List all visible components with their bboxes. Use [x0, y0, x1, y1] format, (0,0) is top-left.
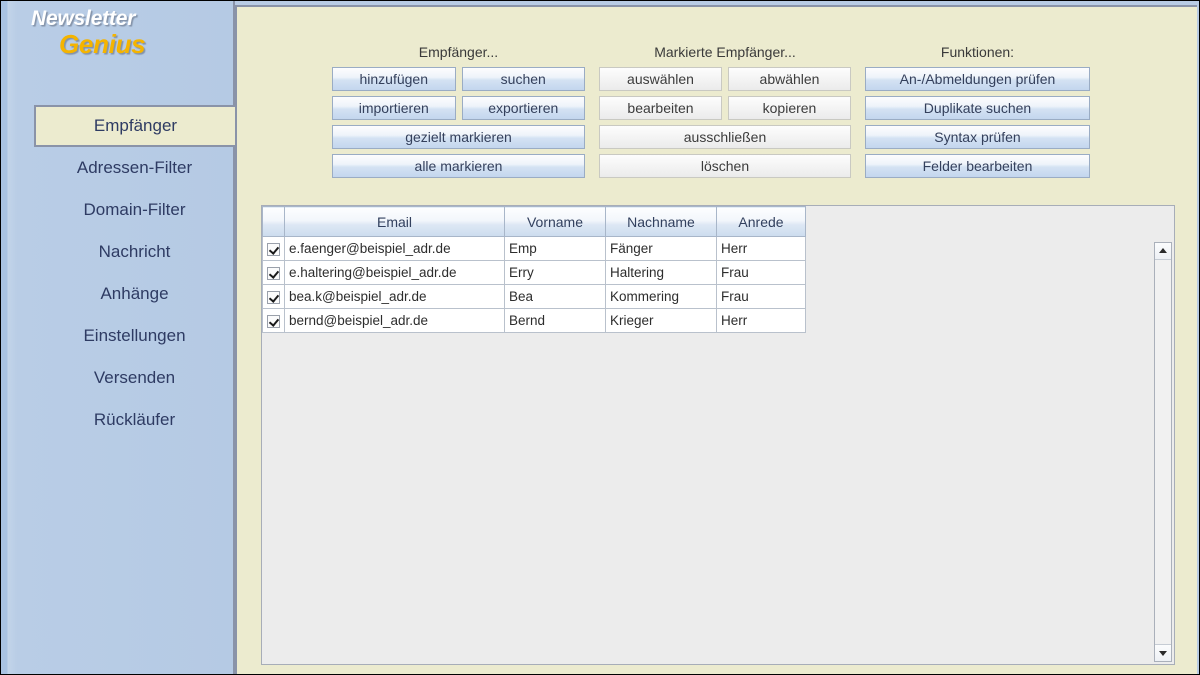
cell-vorname: Bernd: [504, 308, 606, 333]
button-hinzufügen[interactable]: hinzufügen: [332, 67, 456, 91]
checkbox-checked-icon[interactable]: [267, 314, 280, 328]
table-header: Email Vorname Nachname Anrede: [262, 206, 806, 237]
toolbar-group-title-empfaenger: Empfänger...: [418, 44, 499, 60]
row-select-cell[interactable]: [262, 284, 285, 309]
button-exportieren[interactable]: exportieren: [461, 96, 585, 120]
button-abwählen[interactable]: abwählen: [728, 67, 851, 91]
toolbar-button-row: gezielt markieren: [332, 125, 585, 149]
table-header-row: Email Vorname Nachname Anrede: [262, 206, 806, 237]
row-select-cell[interactable]: [262, 308, 285, 333]
button-löschen[interactable]: löschen: [599, 154, 851, 178]
toolbar-button-row: ausschließen: [599, 125, 851, 149]
sidebar-item-3[interactable]: Nachricht: [98, 242, 171, 261]
toolbar-button-row: Syntax prüfen: [865, 125, 1090, 149]
sidebar-item-0[interactable]: Empfänger: [34, 105, 235, 147]
button-suchen[interactable]: suchen: [461, 67, 585, 91]
cell-email: bernd@beispiel_adr.de: [284, 308, 505, 333]
cell-nachname: Fänger: [605, 236, 717, 261]
column-header-select[interactable]: [262, 206, 285, 237]
button-gezielt-markieren[interactable]: gezielt markieren: [332, 125, 585, 149]
sidebar-item-1[interactable]: Adressen-Filter: [76, 158, 193, 177]
button-ausschließen[interactable]: ausschließen: [599, 125, 851, 149]
toolbar-button-row: alle markieren: [332, 154, 585, 178]
cell-vorname: Erry: [504, 260, 606, 285]
checkbox-checked-icon[interactable]: [267, 266, 280, 280]
app-logo: Newsletter Genius: [27, 5, 227, 67]
sidebar-item-5[interactable]: Einstellungen: [83, 326, 186, 345]
checkbox-checked-icon[interactable]: [267, 290, 280, 304]
sidebar-item-6[interactable]: Versenden: [93, 368, 176, 387]
cell-anrede: Herr: [716, 236, 806, 261]
cell-anrede: Herr: [716, 308, 806, 333]
cell-anrede: Frau: [716, 284, 806, 309]
cell-email: e.haltering@beispiel_adr.de: [284, 260, 505, 285]
cell-nachname: Krieger: [605, 308, 717, 333]
toolbar-button-row: löschen: [599, 154, 851, 178]
button-alle-markieren[interactable]: alle markieren: [332, 154, 585, 178]
button-duplikate-suchen[interactable]: Duplikate suchen: [865, 96, 1090, 120]
button-auswählen[interactable]: auswählen: [599, 67, 722, 91]
button-an-abmeldungen-prüfen[interactable]: An-/Abmeldungen prüfen: [865, 67, 1090, 91]
toolbar-button-row: Duplikate suchen: [865, 96, 1090, 120]
cell-email: e.faenger@beispiel_adr.de: [284, 236, 505, 261]
recipients-table-panel: Email Vorname Nachname Anrede e.faenger@…: [261, 205, 1175, 665]
cell-vorname: Bea: [504, 284, 606, 309]
toolbar-button-row: Felder bearbeiten: [865, 154, 1090, 178]
logo-line-genius: Genius: [59, 29, 146, 59]
toolbar-button-row: An-/Abmeldungen prüfen: [865, 67, 1090, 91]
scroll-up-arrow-icon[interactable]: [1155, 243, 1171, 260]
sidebar-item-4[interactable]: Anhänge: [100, 284, 169, 303]
button-kopieren[interactable]: kopieren: [728, 96, 851, 120]
scroll-down-arrow-icon[interactable]: [1155, 644, 1171, 661]
cell-vorname: Emp: [504, 236, 606, 261]
vertical-scrollbar[interactable]: [1154, 242, 1172, 662]
button-importieren[interactable]: importieren: [332, 96, 456, 120]
logo-line-newsletter: Newsletter: [31, 7, 136, 30]
column-header-anrede[interactable]: Anrede: [716, 206, 806, 237]
cell-nachname: Kommering: [605, 284, 717, 309]
button-felder-bearbeiten[interactable]: Felder bearbeiten: [865, 154, 1090, 178]
cell-email: bea.k@beispiel_adr.de: [284, 284, 505, 309]
sidebar-item-2[interactable]: Domain-Filter: [83, 200, 186, 219]
cell-nachname: Haltering: [605, 260, 717, 285]
toolbar-group-title-funktionen: Funktionen:: [940, 44, 1015, 60]
sidebar-item-7[interactable]: Rückläufer: [93, 410, 176, 429]
column-header-nachname[interactable]: Nachname: [605, 206, 717, 237]
button-bearbeiten[interactable]: bearbeiten: [599, 96, 722, 120]
button-syntax-prüfen[interactable]: Syntax prüfen: [865, 125, 1090, 149]
recipients-table: Email Vorname Nachname Anrede e.faenger@…: [262, 206, 806, 333]
row-select-cell[interactable]: [262, 260, 285, 285]
row-select-cell[interactable]: [262, 236, 285, 261]
checkbox-checked-icon[interactable]: [267, 242, 280, 256]
toolbar-group-title-markierte: Markierte Empfänger...: [654, 44, 796, 60]
column-header-vorname[interactable]: Vorname: [504, 206, 606, 237]
column-header-email[interactable]: Email: [284, 206, 505, 237]
cell-anrede: Frau: [716, 260, 806, 285]
